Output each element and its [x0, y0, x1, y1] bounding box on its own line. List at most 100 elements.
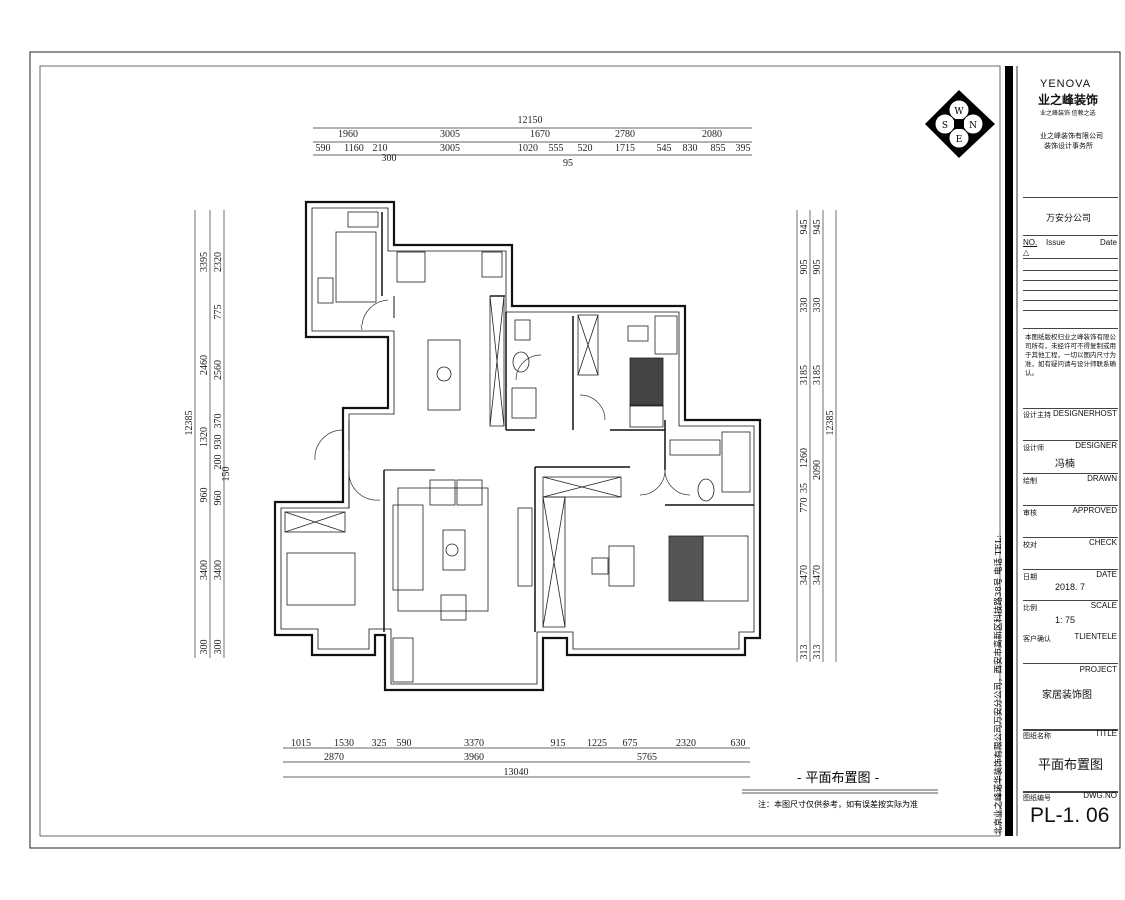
dim-left-c2: 3400 — [213, 560, 224, 580]
brand-name-cn: 业之峰装饰 — [1038, 93, 1099, 107]
dim-top-r2: 210 — [373, 143, 388, 154]
living-rug — [397, 487, 489, 612]
toilet — [512, 351, 530, 373]
designer-label-cn: 设计师 — [1023, 445, 1044, 452]
dim-bottom-r2: 5765 — [637, 752, 657, 763]
dim-top-r1: 2780 — [615, 129, 635, 140]
master-wardrobe-side — [542, 496, 566, 628]
copyright-notice: 本图纸版权归业之峰装饰有限公司所有，未经许可不得复制或用于其他工程，一切以图内尺… — [1025, 334, 1116, 377]
dimensions-left — [194, 210, 225, 658]
dim-right-c1: 1260 — [799, 448, 810, 468]
dim-bottom-r1: 2320 — [676, 738, 696, 749]
bath-sink — [511, 387, 537, 419]
dim-right-c1: 905 — [799, 260, 810, 275]
dim-left-c1: 300 — [199, 640, 210, 655]
dim-right-c1: 770 — [799, 498, 810, 513]
dim-bottom-r1: 915 — [551, 738, 566, 749]
outer-frame — [29, 51, 1121, 849]
dim-left-overall: 12385 — [184, 411, 195, 436]
dim-left-c2: 930 — [213, 435, 224, 450]
dining-wardrobe — [489, 295, 505, 427]
dimension-labels-left: 12385 3395 2460 1320 960 3400 300 2320 7… — [184, 252, 232, 655]
dim-bottom-r1: 590 — [397, 738, 412, 749]
designer-name: 冯楠 — [1055, 459, 1075, 470]
dimension-labels-right: 945 905 330 3185 1260 35 770 3470 313 94… — [799, 220, 836, 660]
scale-label-cn: 比例 — [1023, 605, 1037, 612]
issue-date-header: Date — [1100, 238, 1117, 247]
bedroom2-wardrobe — [577, 314, 599, 376]
dwg-label-cn: 图纸编号 — [1023, 795, 1051, 802]
client-label: TLIENTELE — [1074, 632, 1117, 641]
dim-top-r2: 520 — [578, 143, 593, 154]
dimensions-right — [796, 210, 837, 662]
dim-left-c2: 960 — [213, 491, 224, 506]
dim-right-c2: 905 — [812, 260, 823, 275]
project-label: PROJECT — [1079, 665, 1117, 674]
dim-left-c2: 2320 — [213, 252, 224, 272]
compass-icon: W E S N — [925, 90, 995, 158]
design-head-label-cn: 设计主持 — [1023, 412, 1051, 419]
title-label-cn: 图纸名称 — [1023, 733, 1051, 740]
issue-mark: △ — [1023, 248, 1030, 257]
dim-bottom-r1: 630 — [731, 738, 746, 749]
sofa — [392, 504, 424, 591]
check-label: CHECK — [1088, 538, 1117, 547]
bedroom2-bed — [629, 357, 664, 407]
dim-top-r2: 590 — [316, 143, 331, 154]
balcony-sink — [392, 637, 414, 683]
dim-right-c2: 945 — [812, 220, 823, 235]
dim-bottom-r1: 1530 — [334, 738, 354, 749]
dim-top-r1: 3005 — [440, 129, 460, 140]
dim-left-c1: 960 — [199, 488, 210, 503]
dim-top-r2: 1715 — [615, 143, 635, 154]
company-address-vertical: 北京业之峰诺华装饰有限公司万安分公司，西安市高新区科技路38号 电话 TEL: — [993, 535, 1004, 835]
walls — [273, 200, 762, 692]
dim-top-r1: 1960 — [338, 129, 358, 140]
dimension-labels-bottom: 1015 1530 325 590 3370 915 1225 675 2320… — [291, 738, 746, 778]
dim-bottom-r2: 2870 — [324, 752, 344, 763]
dim-top-extra: 95 — [563, 158, 573, 169]
dim-top-r1: 2080 — [702, 129, 722, 140]
frame-black-bar — [1005, 66, 1013, 836]
dim-top-r2: 395 — [736, 143, 751, 154]
kitchen-counter — [335, 231, 377, 303]
dim-right-c1: 3185 — [799, 365, 810, 385]
dim-right-c2: 330 — [812, 298, 823, 313]
design-head-label: DESIGNERHOST — [1052, 409, 1117, 418]
desk — [654, 315, 678, 355]
dim-left-c1: 1320 — [199, 427, 210, 447]
armchair-2 — [456, 479, 483, 506]
dim-top-r2: 1160 — [344, 143, 364, 154]
dwg-number: PL-1. 06 — [1030, 804, 1110, 827]
dim-top-r1: 1670 — [530, 129, 550, 140]
cabinet — [481, 251, 503, 278]
drawn-label: DRAWN — [1087, 474, 1117, 483]
shower — [721, 431, 751, 493]
dim-bottom-overall: 13040 — [504, 767, 529, 778]
drawing-note: 注：本图尺寸仅供参考，如有误差按实际为准 — [758, 799, 918, 809]
client-label-cn: 客户确认 — [1023, 636, 1051, 643]
dim-left-c2: 150 — [221, 467, 232, 482]
dim-top-r2: 555 — [549, 143, 564, 154]
dim-bottom-r1: 325 — [372, 738, 387, 749]
scale-value: 1: 75 — [1055, 615, 1076, 625]
dim-top-r2: 830 — [683, 143, 698, 154]
furniture — [284, 211, 751, 683]
title-label: TITLE — [1095, 729, 1117, 738]
dim-right-c2: 3185 — [812, 365, 823, 385]
date-value: 2018. 7 — [1055, 582, 1086, 592]
company-line-1: 业之峰装饰有限公司 — [1040, 133, 1103, 140]
date-label-cn: 日期 — [1023, 574, 1037, 581]
dining-plant — [436, 366, 452, 382]
bedroom3-wardrobe — [284, 511, 346, 533]
kitchen-sink — [347, 211, 379, 228]
issue-no-header: NO. — [1023, 238, 1038, 247]
master-desk — [608, 545, 635, 587]
armchair — [429, 479, 456, 506]
dim-right-c2: 313 — [812, 645, 823, 660]
approved-label: APPROVED — [1072, 506, 1117, 515]
dimension-labels-top: 12150 1960 3005 1670 2780 2080 590 1160 … — [316, 115, 751, 169]
dim-left-c1: 3395 — [199, 252, 210, 272]
date-label: DATE — [1096, 570, 1117, 579]
